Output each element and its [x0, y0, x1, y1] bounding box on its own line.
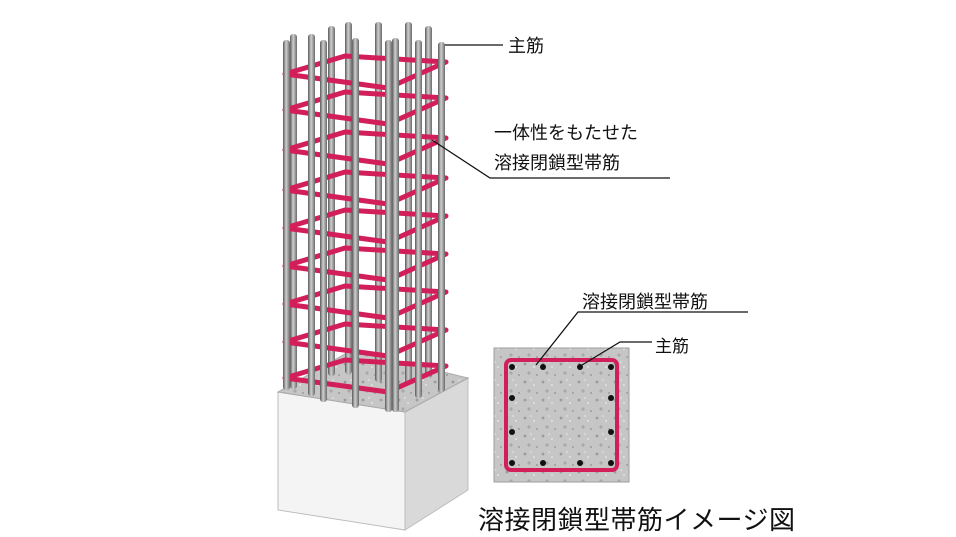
label-main-rebar: 主筋 [508, 36, 544, 57]
main-rebar-bar [425, 26, 432, 378]
section-main-rebars [509, 364, 614, 466]
label-section-main-rebar: 主筋 [655, 337, 689, 357]
main-rebar-bar [283, 40, 290, 390]
section-leaders [535, 311, 748, 366]
section-concrete [493, 347, 630, 483]
section-rebar-dot [509, 460, 515, 466]
section-rebar-dot [509, 364, 515, 370]
section-rebar-dot [577, 364, 583, 370]
section-rebar-dot [509, 395, 515, 401]
section-rebar-dot [540, 460, 546, 466]
label-section-hoop: 溶接閉鎖型帯筋 [582, 292, 708, 313]
diagram-caption: 溶接閉鎖型帯筋イメージ図 [478, 506, 796, 536]
block-front-face [277, 391, 406, 531]
main-rebar-bar [352, 38, 359, 408]
main-rebar-bar [320, 40, 327, 402]
main-rebar-bar [385, 40, 392, 412]
column-leaders [431, 44, 670, 179]
section-rebar-dot [608, 364, 614, 370]
main-rebar-bar [415, 40, 422, 398]
main-rebar-bar [290, 34, 297, 389]
section-rebar-dot [577, 460, 583, 466]
main-rebar-bar [308, 34, 315, 396]
leader-section-hoop [535, 311, 748, 366]
label-unified-line1: 一体性をもたせた [494, 123, 638, 144]
leader-section-main [581, 341, 652, 366]
section-rebar-dot [540, 364, 546, 370]
leader-hoop [431, 139, 670, 179]
section-rebar-dot [608, 429, 614, 435]
section-rebar-dot [608, 395, 614, 401]
section-rebar-dot [608, 460, 614, 466]
label-unified-line2: 溶接閉鎖型帯筋 [494, 153, 620, 174]
section-rebar-dot [509, 429, 515, 435]
section-hoop [504, 358, 619, 472]
main-rebar-bar [438, 42, 445, 392]
main-rebar-front [283, 34, 445, 412]
main-rebar-bar [392, 38, 399, 412]
cross-section [493, 311, 748, 483]
